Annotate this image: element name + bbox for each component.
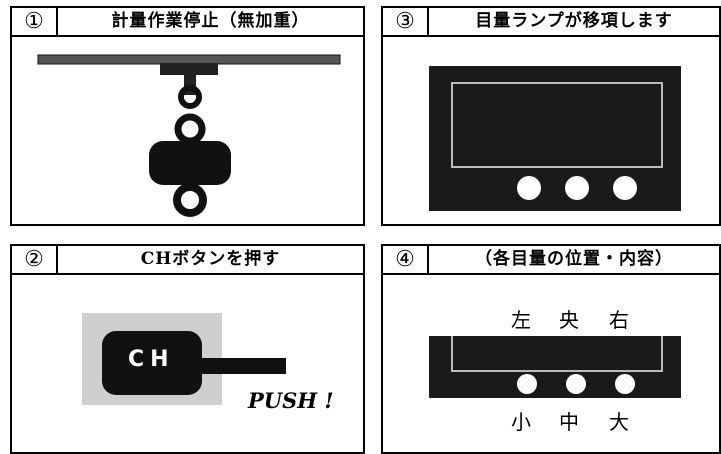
step-title: 目量ランプが移項します <box>475 11 673 31</box>
step-number: ④ <box>383 246 429 273</box>
display-screen <box>451 82 663 168</box>
indicator-lamp-small <box>517 374 537 394</box>
push-label: PUSH ! <box>248 388 334 413</box>
step-title: （各目量の位置・内容） <box>475 249 673 269</box>
panel-step-1: ① 計量作業停止（無加重） <box>10 6 365 226</box>
beam <box>37 54 341 65</box>
label-small: 小 <box>511 410 531 434</box>
label-center: 央 <box>559 308 579 332</box>
scale-body <box>149 141 231 185</box>
indicator-lamp-medium <box>566 374 586 394</box>
label-right: 右 <box>609 308 629 332</box>
label-medium: 中 <box>559 410 579 434</box>
panel-header: ① 計量作業停止（無加重） <box>12 8 363 37</box>
step-number: ① <box>12 8 58 35</box>
ch-button: CH <box>102 331 202 395</box>
top-hook <box>178 85 202 109</box>
step-title: 計量作業停止（無加重） <box>111 11 310 31</box>
bottom-hook <box>173 183 207 217</box>
display-screen <box>451 336 663 372</box>
ch-button-label: CH <box>128 347 175 372</box>
label-left: 左 <box>511 308 531 332</box>
indicator-lamp-medium <box>565 176 589 200</box>
shackle <box>174 113 206 145</box>
panel-step-3: ③ 目量ランプが移項します <box>381 6 721 226</box>
push-arrow <box>172 348 286 384</box>
label-large: 大 <box>609 410 629 434</box>
step-number: ③ <box>383 8 429 35</box>
trolley <box>160 63 218 75</box>
panel-header: ② CHボタンを押す <box>12 246 363 275</box>
display-unit <box>429 336 681 398</box>
indicator-lamp-large <box>613 176 637 200</box>
panel-step-4: ④ （各目量の位置・内容） 左 央 右 小 中 大 <box>381 244 721 454</box>
crane-scale-illustration <box>37 54 341 217</box>
panel-step-2: ② CHボタンを押す CH PUSH ! <box>10 244 365 454</box>
indicator-lamp-large <box>615 374 635 394</box>
panel-header: ③ 目量ランプが移項します <box>383 8 719 37</box>
step-title: CHボタンを押す <box>140 249 281 269</box>
indicator-lamp-small <box>517 176 541 200</box>
panel-header: ④ （各目量の位置・内容） <box>383 246 719 275</box>
display-unit <box>429 66 681 211</box>
step-number: ② <box>12 246 58 273</box>
